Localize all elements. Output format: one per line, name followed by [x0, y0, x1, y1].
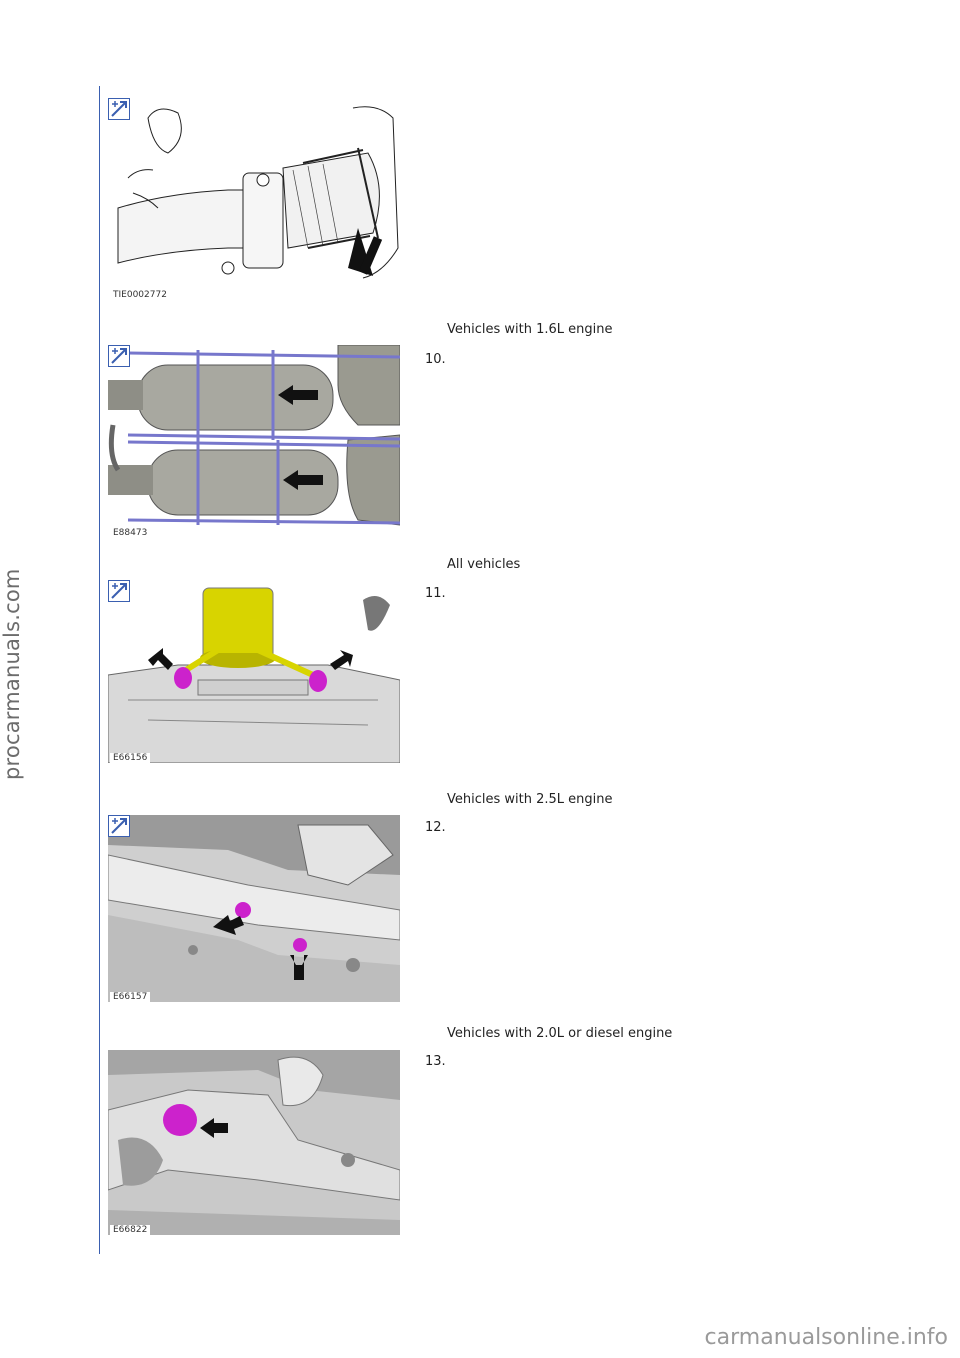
figure-catalytic-converters: E88473	[108, 345, 400, 538]
figure-code: E88473	[110, 528, 151, 538]
zoom-icon[interactable]	[108, 345, 130, 367]
side-watermark: procarmanuals.com	[0, 568, 24, 780]
caption: All vehicles	[447, 557, 521, 572]
step-number: 13.	[425, 1054, 446, 1069]
step-number: 11.	[425, 586, 446, 601]
figure-code: E66157	[110, 992, 151, 1002]
figure-code: E66156	[110, 753, 151, 763]
caption: Vehicles with 2.5L engine	[447, 792, 613, 807]
figure-code: TIE0002772	[110, 290, 170, 300]
figure-exhaust-clamp: TIE0002772	[108, 98, 400, 300]
figure-subframe-mount-25: E66157	[108, 815, 400, 1002]
zoom-icon[interactable]	[108, 98, 130, 120]
bottom-watermark: carmanualsonline.info	[704, 1325, 948, 1350]
figure-subframe-mount-20: E66822	[108, 1050, 400, 1235]
caption: Vehicles with 1.6L engine	[447, 322, 613, 337]
left-rule	[99, 86, 100, 1254]
figure-subframe-yellow: E66156	[108, 580, 400, 763]
step-number: 12.	[425, 820, 446, 835]
zoom-icon[interactable]	[108, 815, 130, 837]
figure-code: E66822	[110, 1225, 151, 1235]
step-number: 10.	[425, 352, 446, 367]
zoom-icon[interactable]	[108, 580, 130, 602]
caption: Vehicles with 2.0L or diesel engine	[447, 1026, 673, 1041]
